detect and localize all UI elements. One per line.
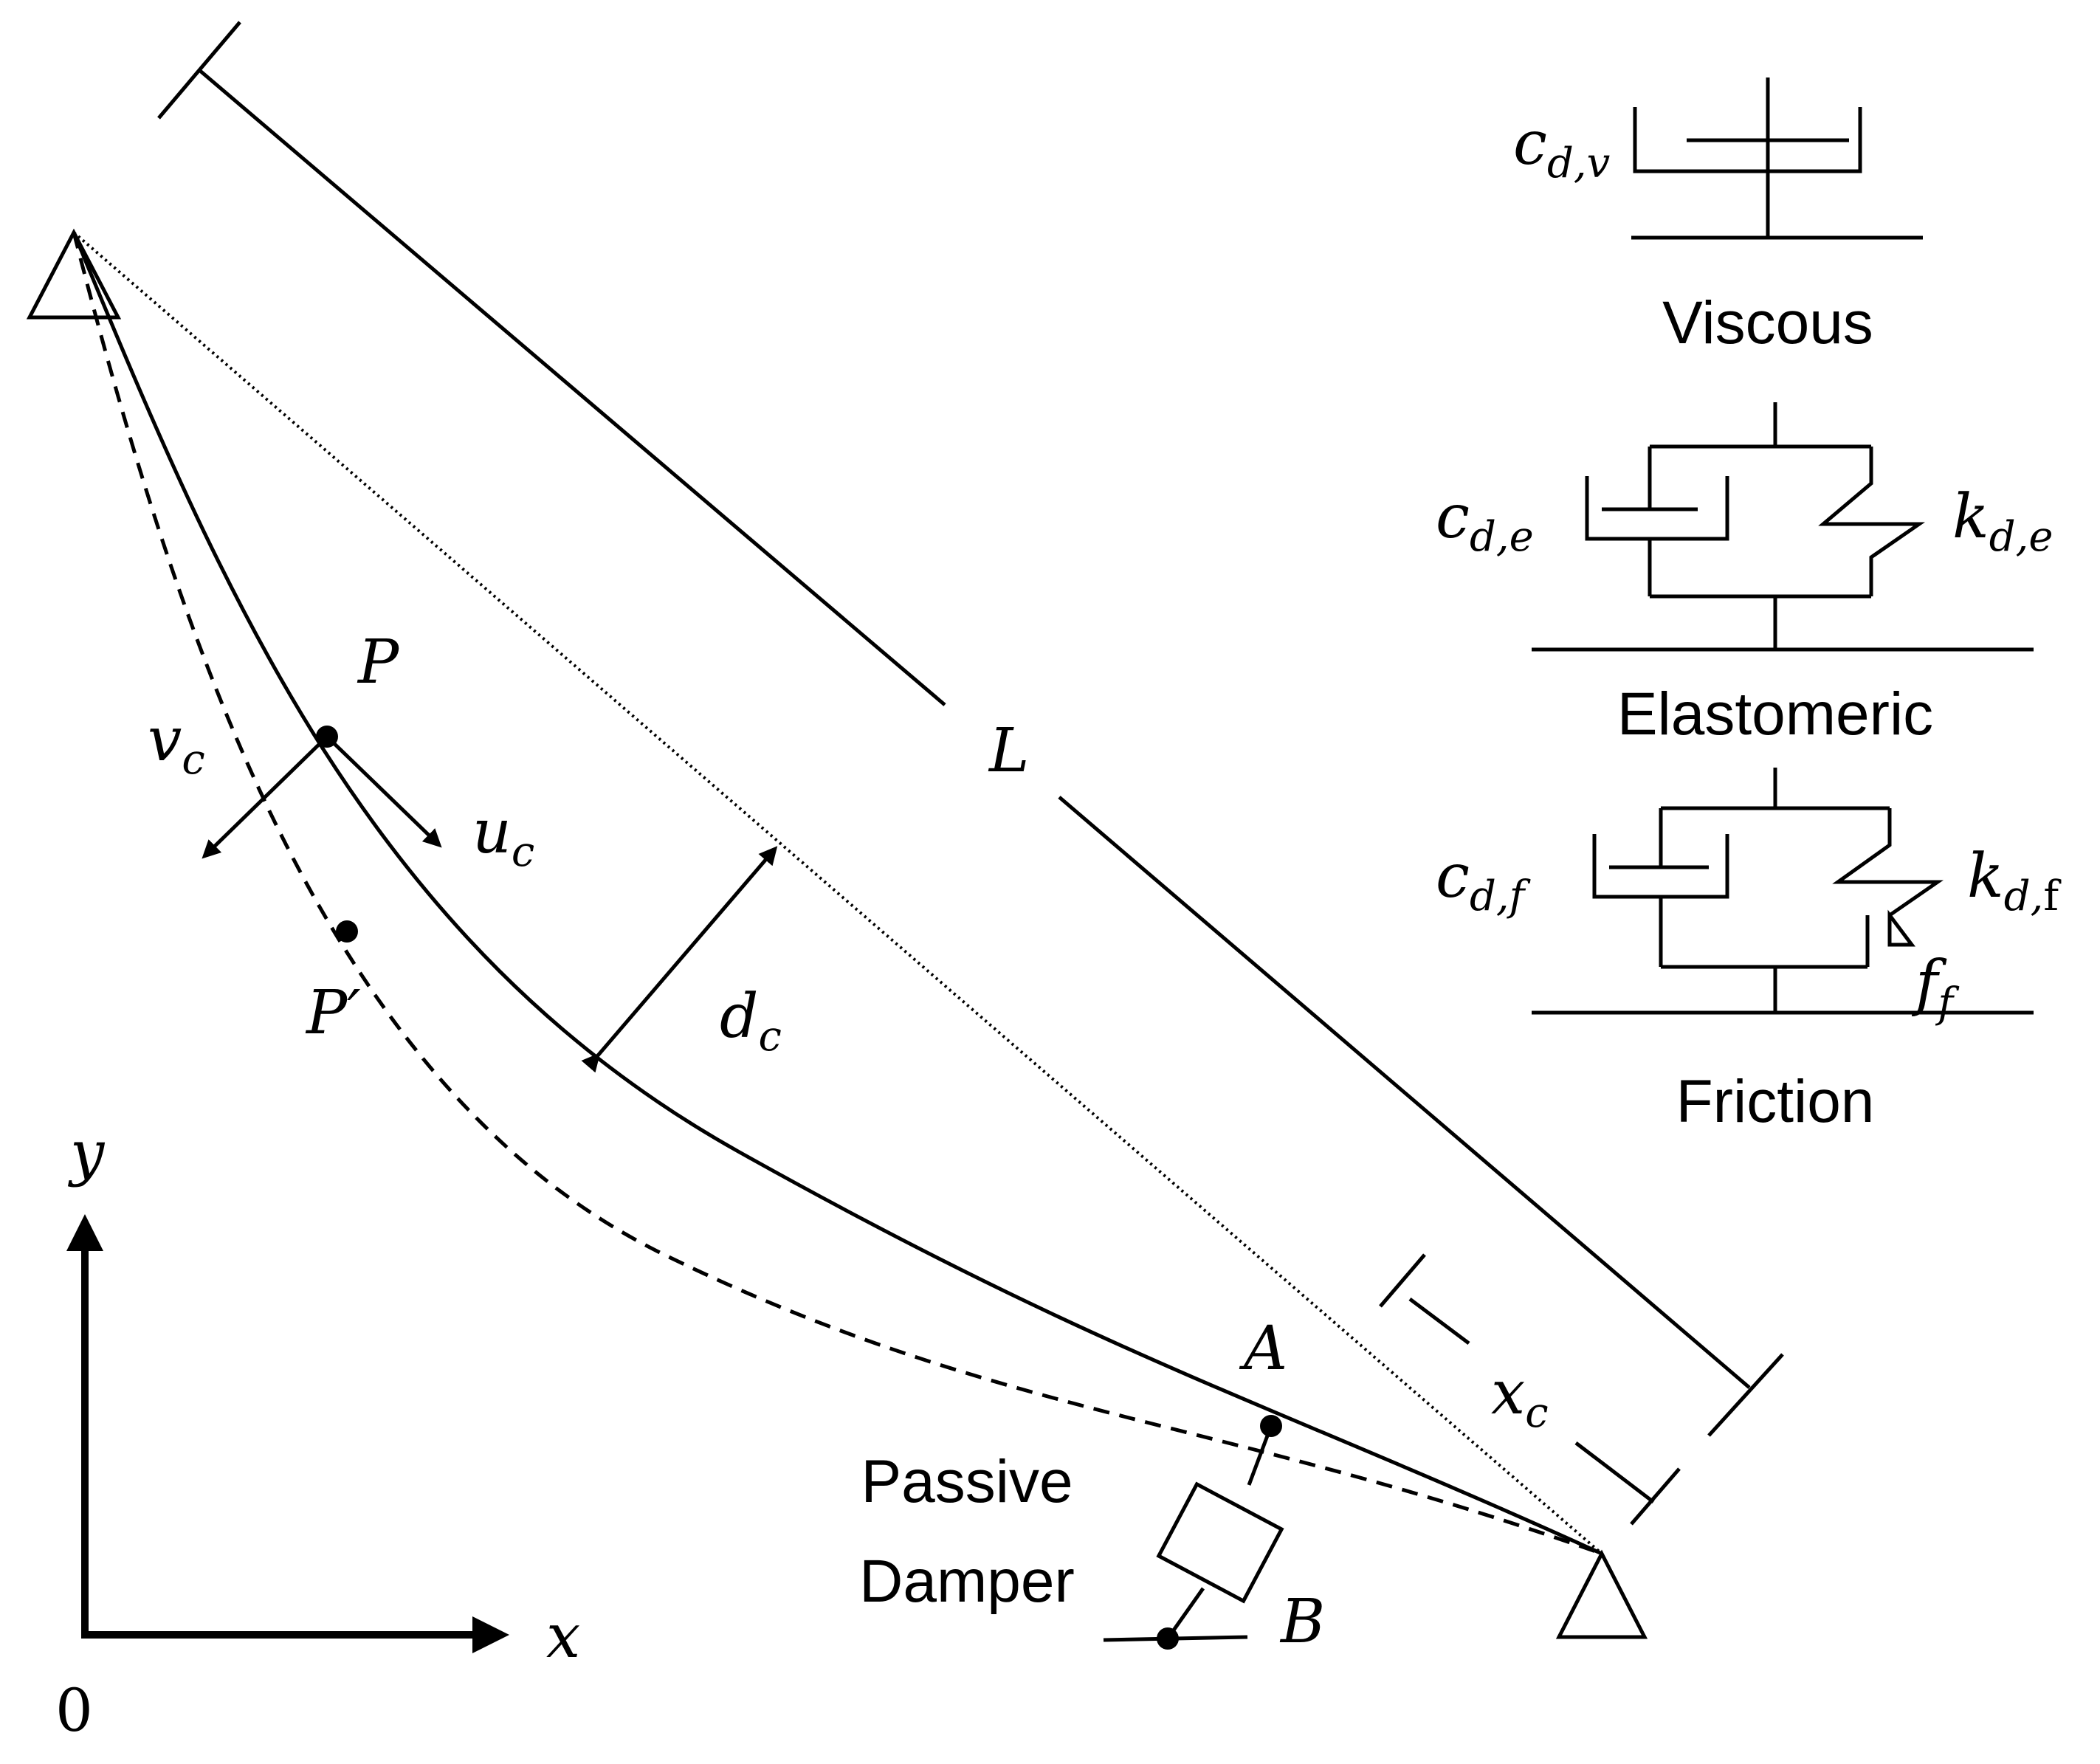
friction-spring-icon [1832, 808, 1944, 917]
elastomeric-model: cd,e kd,e Elastomeric [1436, 402, 2053, 748]
left-support-icon [26, 228, 122, 320]
dc-double-arrow [581, 846, 778, 1073]
damper-label-line2: Damper [859, 1548, 1075, 1615]
point-P-prime [336, 920, 358, 943]
elastomeric-k-label: kd,e [1952, 482, 2053, 561]
elastomeric-spring-icon [1818, 447, 1926, 596]
dashed-cable-shape [72, 232, 1602, 1556]
friction-k-label: kd,f [1967, 841, 2062, 920]
length-dimension-line-lower [1058, 796, 1751, 1389]
elastomeric-dashpot-icon [1585, 476, 1729, 541]
label-A: A [1239, 1314, 1287, 1384]
elastomeric-c-label: cd,e [1436, 482, 1534, 561]
vc-arrow [202, 735, 328, 859]
uc-arrow [326, 735, 442, 848]
label-xc: xc [1491, 1358, 1549, 1437]
axis-label-x: x [546, 1602, 580, 1672]
label-L: L [988, 716, 1029, 786]
length-dimension-tick-bottom [1707, 1353, 1784, 1437]
viscous-title: Viscous [1662, 289, 1873, 356]
label-dc: dc [720, 982, 782, 1061]
friction-slider-icon [1887, 909, 1915, 947]
deformed-cable [72, 232, 1603, 1556]
point-B [1157, 1627, 1179, 1650]
viscous-model: cd,v Viscous [1513, 77, 1923, 356]
friction-title: Friction [1676, 1068, 1875, 1135]
xc-dimension-tick-right [1630, 1467, 1681, 1526]
label-uc: uc [472, 797, 534, 876]
passive-damper: A B Passive Damper [859, 1314, 1325, 1657]
viscous-c-label: cd,v [1513, 108, 1611, 187]
elastomeric-title: Elastomeric [1617, 681, 1933, 748]
length-dimension-tick-top [157, 21, 241, 120]
friction-c-label: cd,f [1436, 841, 1532, 920]
label-P-prime: P′ [305, 978, 361, 1048]
damper-label-line1: Passive [861, 1448, 1073, 1515]
xc-dimension-line-upper [1408, 1298, 1470, 1345]
xc-dimension-line-lower [1574, 1441, 1655, 1503]
axis-label-y: y [67, 1118, 106, 1188]
coordinate-axes: y x 0 [55, 1118, 580, 1745]
origin-label: 0 [55, 1676, 93, 1745]
label-vc: vc [148, 705, 205, 784]
friction-f-label: ff [1911, 948, 1960, 1027]
friction-model: cd,f kd,f ff Friction [1436, 768, 2062, 1135]
right-support-icon [1555, 1549, 1648, 1639]
length-dimension-line-upper [198, 69, 946, 706]
damper-box-icon [1156, 1481, 1284, 1604]
label-B: B [1279, 1587, 1325, 1657]
cable-system: L xc P uc vc P′ dc A B Pas [26, 21, 1784, 1657]
cable-chord [72, 231, 1603, 1555]
xc-dimension-tick-left [1379, 1253, 1426, 1308]
viscous-dashpot-icon [1633, 107, 1862, 173]
label-P: P [357, 627, 400, 697]
